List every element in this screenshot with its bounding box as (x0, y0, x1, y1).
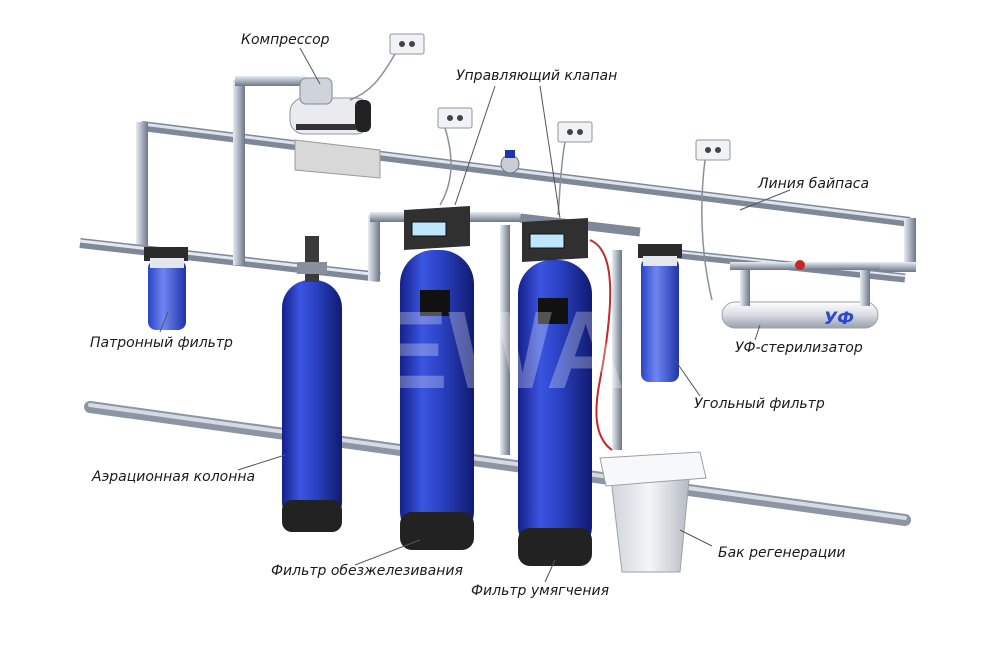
uv-mark: УФ (824, 309, 854, 329)
cartridge-filter (144, 247, 188, 330)
label-bypass-line: Линия байпаса (758, 176, 870, 192)
bypass-valve (500, 150, 520, 174)
bypass-left-riser (136, 122, 148, 252)
label-softening-filter: Фильтр умягчения (471, 583, 610, 599)
tank-label-plate (420, 290, 450, 316)
compressor-pipe (233, 76, 305, 265)
leader-lines (159, 47, 791, 583)
power-socket (695, 139, 731, 161)
label-carbon-filter: Угольный фильтр (694, 396, 825, 412)
power-socket (389, 33, 425, 55)
control-valve-head (522, 218, 588, 262)
label-aeration-column: Аэрационная колонна (92, 469, 256, 485)
uv-sterilizer: УФ (721, 260, 880, 329)
compressor (289, 77, 381, 179)
softening-filter (518, 218, 592, 566)
bypass-right-riser (904, 218, 916, 268)
valve-display (529, 233, 565, 249)
label-cartridge-filter: Патронный фильтр (90, 335, 233, 351)
watermark: EWA (375, 289, 626, 412)
drain-pipe (84, 401, 911, 526)
tank-label-plate (538, 298, 568, 324)
valve-display (411, 221, 447, 237)
main-inlet-pipe (79, 212, 906, 283)
power-socket (557, 121, 593, 143)
control-valve-head (404, 206, 470, 250)
brine-tube (589, 239, 613, 451)
connector-pipe (500, 225, 510, 455)
power-socket (437, 107, 473, 129)
label-regen-tank: Бак регенерации (718, 545, 846, 561)
label-compressor: Компрессор (241, 32, 330, 48)
carbon-filter (638, 244, 682, 382)
label-uv-sterilizer: УФ-стерилизатор (735, 340, 863, 356)
connector-pipe (612, 250, 622, 450)
label-iron-filter: Фильтр обезжелезивания (271, 563, 463, 579)
bypass-line-pipe (136, 121, 916, 272)
label-control-valve: Управляющий клапан (456, 68, 618, 84)
regeneration-tank (599, 451, 707, 573)
aeration-column (282, 236, 342, 532)
